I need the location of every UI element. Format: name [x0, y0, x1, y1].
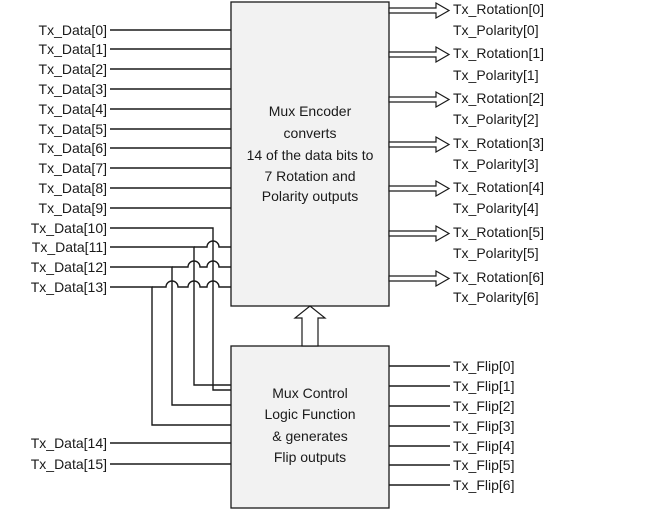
control-label-line: Mux Control [272, 385, 347, 401]
rotation-output-label: Tx_Rotation[3] [453, 135, 544, 151]
encoder-label-line: converts [284, 125, 337, 141]
encoder-input-labels: Tx_Data[0] Tx_Data[1] Tx_Data[2] Tx_Data… [31, 22, 107, 295]
input-wire-tap-12 [110, 266, 231, 406]
polarity-output-label: Tx_Polarity[5] [453, 245, 539, 261]
encoder-label-line: Polarity outputs [262, 188, 359, 204]
output-arrow [388, 45, 451, 64]
input-wire-tap-11 [110, 246, 231, 386]
mux-control-label: Mux Control Logic Function & generates F… [264, 385, 355, 465]
rotation-output-label: Tx_Rotation[1] [453, 45, 544, 61]
output-arrow [388, 224, 451, 243]
output-arrow [388, 269, 451, 288]
polarity-output-label: Tx_Polarity[4] [453, 200, 539, 216]
encoder-output-labels: Tx_Rotation[0] Tx_Polarity[0] Tx_Rotatio… [453, 1, 544, 305]
polarity-output-label: Tx_Polarity[3] [453, 156, 539, 172]
input-wire-tap-13 [110, 286, 231, 426]
control-label-line: Flip outputs [274, 449, 346, 465]
encoder-input-label: Tx_Data[0] [39, 22, 107, 38]
encoder-input-label: Tx_Data[12] [31, 259, 107, 275]
flip-output-label: Tx_Flip[2] [453, 398, 514, 414]
encoder-input-label: Tx_Data[9] [39, 200, 107, 216]
flip-output-label: Tx_Flip[0] [453, 358, 514, 374]
encoder-input-label: Tx_Data[3] [39, 81, 107, 97]
encoder-input-label: Tx_Data[5] [39, 121, 107, 137]
encoder-input-wires [110, 29, 231, 426]
encoder-input-label: Tx_Data[4] [39, 101, 107, 117]
encoder-input-label: Tx_Data[6] [39, 140, 107, 156]
output-arrow [388, 179, 451, 198]
flip-output-label: Tx_Flip[5] [453, 457, 514, 473]
control-input-label: Tx_Data[15] [31, 456, 107, 472]
input-wire-tap-10 [110, 227, 231, 391]
rotation-output-label: Tx_Rotation[5] [453, 224, 544, 240]
control-label-line: Logic Function [264, 406, 355, 422]
control-input-labels: Tx_Data[14] Tx_Data[15] [31, 435, 107, 472]
polarity-output-label: Tx_Polarity[1] [453, 67, 539, 83]
rotation-output-label: Tx_Rotation[2] [453, 90, 544, 106]
flip-output-label: Tx_Flip[1] [453, 378, 514, 394]
encoder-input-label: Tx_Data[8] [39, 180, 107, 196]
polarity-output-label: Tx_Polarity[2] [453, 111, 539, 127]
encoder-input-label: Tx_Data[10] [31, 220, 107, 236]
encoder-input-label: Tx_Data[1] [39, 41, 107, 57]
control-label-line: & generates [272, 428, 348, 444]
encoder-label-line: 14 of the data bits to [247, 147, 374, 163]
output-arrow [388, 135, 451, 154]
polarity-output-label: Tx_Polarity[0] [453, 22, 539, 38]
flip-output-label: Tx_Flip[3] [453, 418, 514, 434]
control-to-encoder-arrow [293, 305, 327, 347]
flip-output-labels: Tx_Flip[0] Tx_Flip[1] Tx_Flip[2] Tx_Flip… [453, 358, 514, 493]
flip-output-label: Tx_Flip[6] [453, 477, 514, 493]
input-wire [194, 240, 231, 248]
input-wire [172, 260, 231, 268]
polarity-output-label: Tx_Polarity[6] [453, 289, 539, 305]
rotation-output-label: Tx_Rotation[6] [453, 269, 544, 285]
encoder-label-line: 7 Rotation and [264, 168, 355, 184]
encoder-input-label: Tx_Data[11] [32, 239, 107, 255]
encoder-input-label: Tx_Data[13] [31, 279, 107, 295]
flip-output-wires [389, 365, 450, 486]
input-wire [152, 280, 231, 288]
mux-control-block [230, 345, 390, 509]
mux-encoder-block [230, 1, 390, 307]
flip-output-label: Tx_Flip[4] [453, 438, 514, 454]
encoder-input-label: Tx_Data[7] [39, 160, 107, 176]
encoder-output-arrows [388, 1, 451, 288]
rotation-output-label: Tx_Rotation[0] [453, 1, 544, 17]
control-input-label: Tx_Data[14] [31, 435, 107, 451]
encoder-label-line: Mux Encoder [269, 103, 352, 119]
output-arrow [388, 90, 451, 109]
encoder-input-label: Tx_Data[2] [39, 61, 107, 77]
output-arrow [388, 1, 451, 20]
rotation-output-label: Tx_Rotation[4] [453, 179, 544, 195]
mux-encoder-label: Mux Encoder converts 14 of the data bits… [247, 103, 374, 204]
